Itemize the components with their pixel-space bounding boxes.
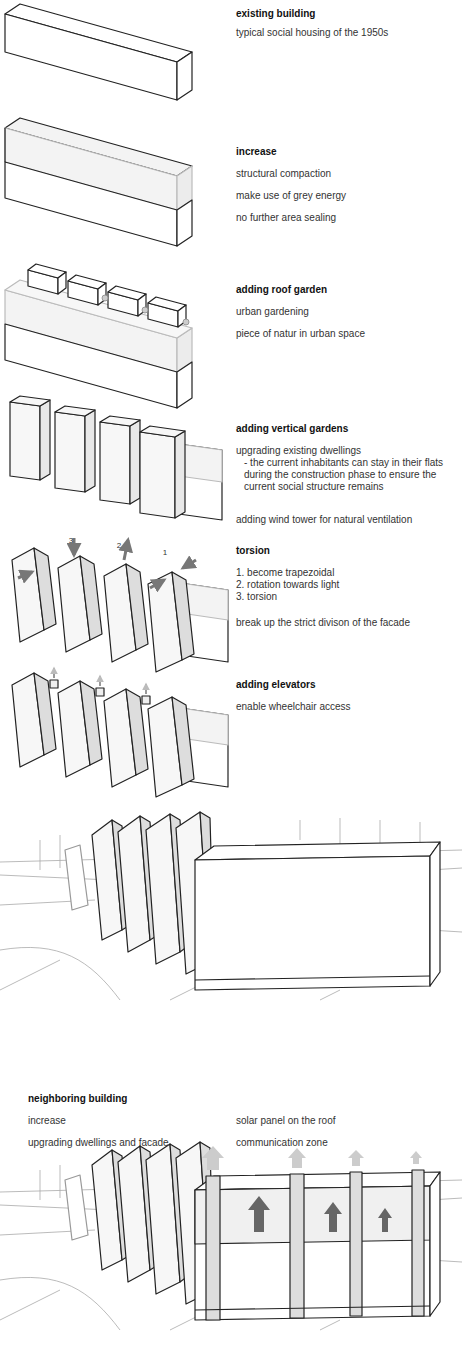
description-text: adding wind tower for natural ventilatio… <box>236 514 456 526</box>
description-text: 2. rotation towards light <box>236 579 456 591</box>
description-text: 3. torsion <box>236 591 456 603</box>
description-text: structural compaction <box>236 168 456 180</box>
description-text: enable wheelchair access <box>236 701 456 713</box>
description-text: 1. become trapezoidal <box>236 567 456 579</box>
description-text: break up the strict divison of the facad… <box>236 617 456 629</box>
description-text: no further area sealing <box>236 212 456 224</box>
section-heading: adding vertical gardens <box>236 423 456 435</box>
section-heading: increase <box>236 146 456 158</box>
description-text: urban gardening <box>236 306 456 318</box>
description-text: - the current inhabitants can stay in th… <box>244 457 449 493</box>
description-text: make use of grey energy <box>236 190 456 202</box>
callout-number: 1 <box>160 548 170 557</box>
description-text: communication zone <box>236 1137 456 1149</box>
description-text: solar panel on the roof <box>236 1115 456 1127</box>
section-heading: torsion <box>236 545 456 557</box>
callout-number: 3 <box>66 536 76 545</box>
callout-number: 2 <box>114 541 124 550</box>
description-text: upgrading existing dwellings <box>236 445 456 457</box>
section-heading: adding roof garden <box>236 284 456 296</box>
description-text: upgrading dwellings and facade <box>28 1137 228 1149</box>
section-heading: adding elevators <box>236 679 456 691</box>
section-heading: existing building <box>236 8 456 20</box>
description-text: piece of natur in urban space <box>236 328 456 340</box>
description-text: typical social housing of the 1950s <box>236 27 456 39</box>
section-heading: neighboring building <box>28 1093 248 1105</box>
description-text: increase <box>28 1115 228 1127</box>
